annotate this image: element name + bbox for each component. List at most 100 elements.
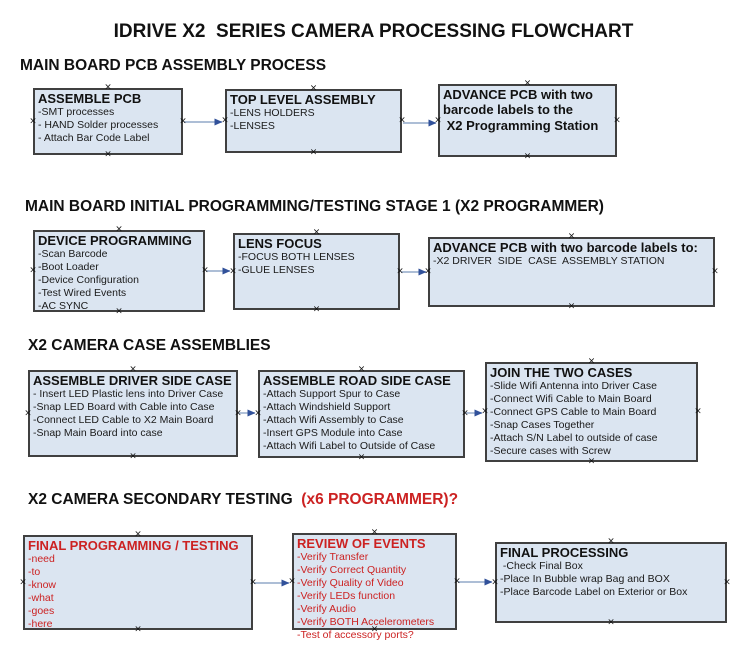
connection-handle-icon: × — [309, 147, 318, 158]
join-the-two-cases-line-1: -Connect Wifi Cable to Main Board — [490, 393, 652, 405]
connection-handle-icon: × — [523, 151, 532, 162]
connection-handle-icon: × — [104, 82, 112, 93]
connection-handle-icon: × — [607, 617, 615, 628]
top-level-assembly-title: TOP LEVEL ASSEMBLY — [230, 92, 376, 107]
final-processing-title: FINAL PROCESSING — [500, 545, 629, 560]
connection-handle-icon: × — [129, 364, 137, 375]
review-of-events: REVIEW OF EVENTS-Verify Transfer-Verify … — [292, 533, 457, 641]
section-case-assemblies-label: X2 CAMERA CASE ASSEMBLIES — [28, 337, 271, 354]
connection-handle-icon: × — [491, 577, 499, 587]
final-programming-testing-line-0: -need — [28, 553, 55, 565]
join-the-two-cases-title: JOIN THE TWO CASES — [490, 365, 633, 380]
section-secondary-testing-label-red: (x6 PROGRAMMER)? — [297, 491, 459, 508]
final-programming-testing-line-4: -goes — [28, 605, 55, 617]
connection-handle-icon: × — [587, 356, 596, 367]
connection-handle-icon: × — [567, 301, 576, 312]
assemble-road-side-case-title: ASSEMBLE ROAD SIDE CASE — [263, 373, 451, 388]
assemble-pcb-title: ASSEMBLE PCB — [38, 91, 142, 106]
connection-handle-icon: × — [370, 624, 379, 635]
assemble-road-side-case-line-3: -Insert GPS Module into Case — [263, 427, 403, 439]
lens-focus: LENS FOCUS-FOCUS BOTH LENSES-GLUE LENSES — [233, 233, 400, 310]
section-initial-programming: MAIN BOARD INITIAL PROGRAMMING/TESTING S… — [25, 198, 604, 216]
assemble-pcb-line-2: - Attach Bar Code Label — [38, 132, 150, 144]
connection-handle-icon: × — [179, 116, 187, 126]
connection-handle-icon: × — [29, 116, 37, 126]
connection-handle-icon: × — [453, 576, 461, 586]
top-level-assembly-line-0: -LENS HOLDERS — [230, 107, 315, 119]
connection-handle-icon: × — [249, 577, 257, 587]
join-the-two-cases-line-4: -Attach S/N Label to outside of case — [490, 432, 658, 444]
connection-handle-icon: × — [134, 624, 142, 635]
final-programming-testing-line-3: -what — [28, 592, 54, 604]
review-of-events-line-6: -Test of accessory ports? — [297, 629, 414, 641]
assemble-driver-side-case-line-3: -Snap Main Board into case — [33, 427, 163, 439]
connection-handle-icon: × — [229, 266, 237, 276]
device-programming-line-2: -Device Configuration — [38, 274, 139, 286]
connection-handle-icon: × — [288, 576, 296, 586]
assemble-pcb: ASSEMBLE PCB-SMT processes- HAND Solder … — [33, 88, 183, 155]
lens-focus-line-1: -GLUE LENSES — [238, 264, 315, 276]
device-programming-line-3: -Test Wired Events — [38, 287, 127, 299]
connection-handle-icon: × — [370, 527, 379, 538]
connection-handle-icon: × — [396, 266, 404, 276]
connection-handle-icon: × — [24, 408, 32, 418]
final-processing: FINAL PROCESSING -Check Final Box -Place … — [495, 542, 727, 623]
final-programming-testing: FINAL PROGRAMMING / TESTING-need-to-know… — [23, 535, 253, 630]
top-level-assembly: TOP LEVEL ASSEMBLY-LENS HOLDERS-LENSES — [225, 89, 402, 153]
connection-handle-icon: × — [711, 266, 719, 277]
review-of-events-line-1: -Verify Correct Quantity — [297, 564, 407, 576]
assemble-pcb-line-0: -SMT processes — [38, 106, 115, 118]
device-programming-line-0: -Scan Barcode — [38, 248, 108, 260]
section-pcb-assembly-label: MAIN BOARD PCB ASSEMBLY PROCESS — [20, 57, 327, 74]
connection-handle-icon: × — [587, 456, 596, 467]
assemble-driver-side-case-line-1: -Snap LED Board with Cable into Case — [33, 401, 215, 413]
page-title: IDRIVE X2 SERIES CAMERA PROCESSING FLOWC… — [113, 21, 634, 42]
review-of-events-title: REVIEW OF EVENTS — [297, 536, 426, 551]
review-of-events-line-5: -Verify BOTH Accelerometers — [297, 616, 435, 628]
assemble-road-side-case-line-1: -Attach Windshield Support — [263, 401, 391, 413]
connection-handle-icon: × — [398, 115, 406, 126]
connection-handle-icon: × — [357, 364, 366, 375]
connection-handle-icon: × — [201, 265, 209, 276]
connection-handle-icon: × — [129, 451, 137, 462]
connection-handle-icon: × — [723, 577, 731, 587]
assemble-road-side-case-line-0: -Attach Support Spur to Case — [263, 388, 401, 400]
assemble-driver-side-case-line-2: -Connect LED Cable to X2 Main Board — [33, 414, 214, 426]
assemble-road-side-case: ASSEMBLE ROAD SIDE CASE-Attach Support S… — [258, 370, 465, 458]
review-of-events-line-2: -Verify Quality of Video — [297, 577, 404, 589]
advance-pcb-to-programming-station-title: ADVANCE PCB with two — [443, 87, 593, 102]
join-the-two-cases-line-3: -Snap Cases Together — [490, 419, 595, 431]
join-the-two-cases-line-2: -Connect GPS Cable to Main Board — [490, 406, 657, 418]
assemble-road-side-case-line-2: -Attach Wifi Assembly to Case — [263, 414, 404, 426]
assemble-driver-side-case: ASSEMBLE DRIVER SIDE CASE- Insert LED Pl… — [28, 370, 238, 457]
assemble-driver-side-case-line-0: - Insert LED Plastic lens into Driver Ca… — [33, 388, 224, 400]
connection-handle-icon: × — [309, 83, 318, 94]
device-programming-line-4: -AC SYNC — [38, 300, 89, 312]
join-the-two-cases: JOIN THE TWO CASES-Slide Wifi Antenna in… — [485, 362, 698, 462]
final-programming-testing-line-2: -know — [28, 579, 57, 591]
connection-handle-icon: × — [607, 536, 615, 547]
advance-pcb-to-assembly-station: ADVANCE PCB with two barcode labels to:-… — [428, 237, 715, 307]
device-programming-title: DEVICE PROGRAMMING — [38, 233, 192, 248]
connection-handle-icon: × — [29, 265, 37, 276]
section-case-assemblies: X2 CAMERA CASE ASSEMBLIES — [28, 337, 271, 355]
device-programming: DEVICE PROGRAMMING-Scan Barcode-Boot Loa… — [33, 230, 205, 312]
connection-handle-icon: × — [523, 78, 532, 89]
final-processing-line-0: -Check Final Box — [500, 560, 583, 572]
connection-handle-icon: × — [19, 577, 27, 587]
review-of-events-line-3: -Verify LEDs function — [297, 590, 396, 602]
connection-handle-icon: × — [134, 529, 142, 540]
join-the-two-cases-line-0: -Slide Wifi Antenna into Driver Case — [490, 380, 657, 392]
assemble-driver-side-case-title: ASSEMBLE DRIVER SIDE CASE — [33, 373, 232, 388]
connection-handle-icon: × — [234, 408, 242, 418]
lens-focus-title: LENS FOCUS — [238, 236, 322, 251]
assemble-road-side-case-line-4: -Attach Wifi Label to Outside of Case — [263, 440, 436, 452]
final-programming-testing-title: FINAL PROGRAMMING / TESTING — [28, 538, 239, 553]
final-processing-line-2: -Place Barcode Label on Exterior or Box — [500, 586, 688, 598]
connection-handle-icon: × — [461, 408, 469, 419]
connection-handle-icon: × — [221, 115, 229, 126]
section-secondary-testing: X2 CAMERA SECONDARY TESTING (x6 PROGRAMM… — [28, 491, 458, 509]
